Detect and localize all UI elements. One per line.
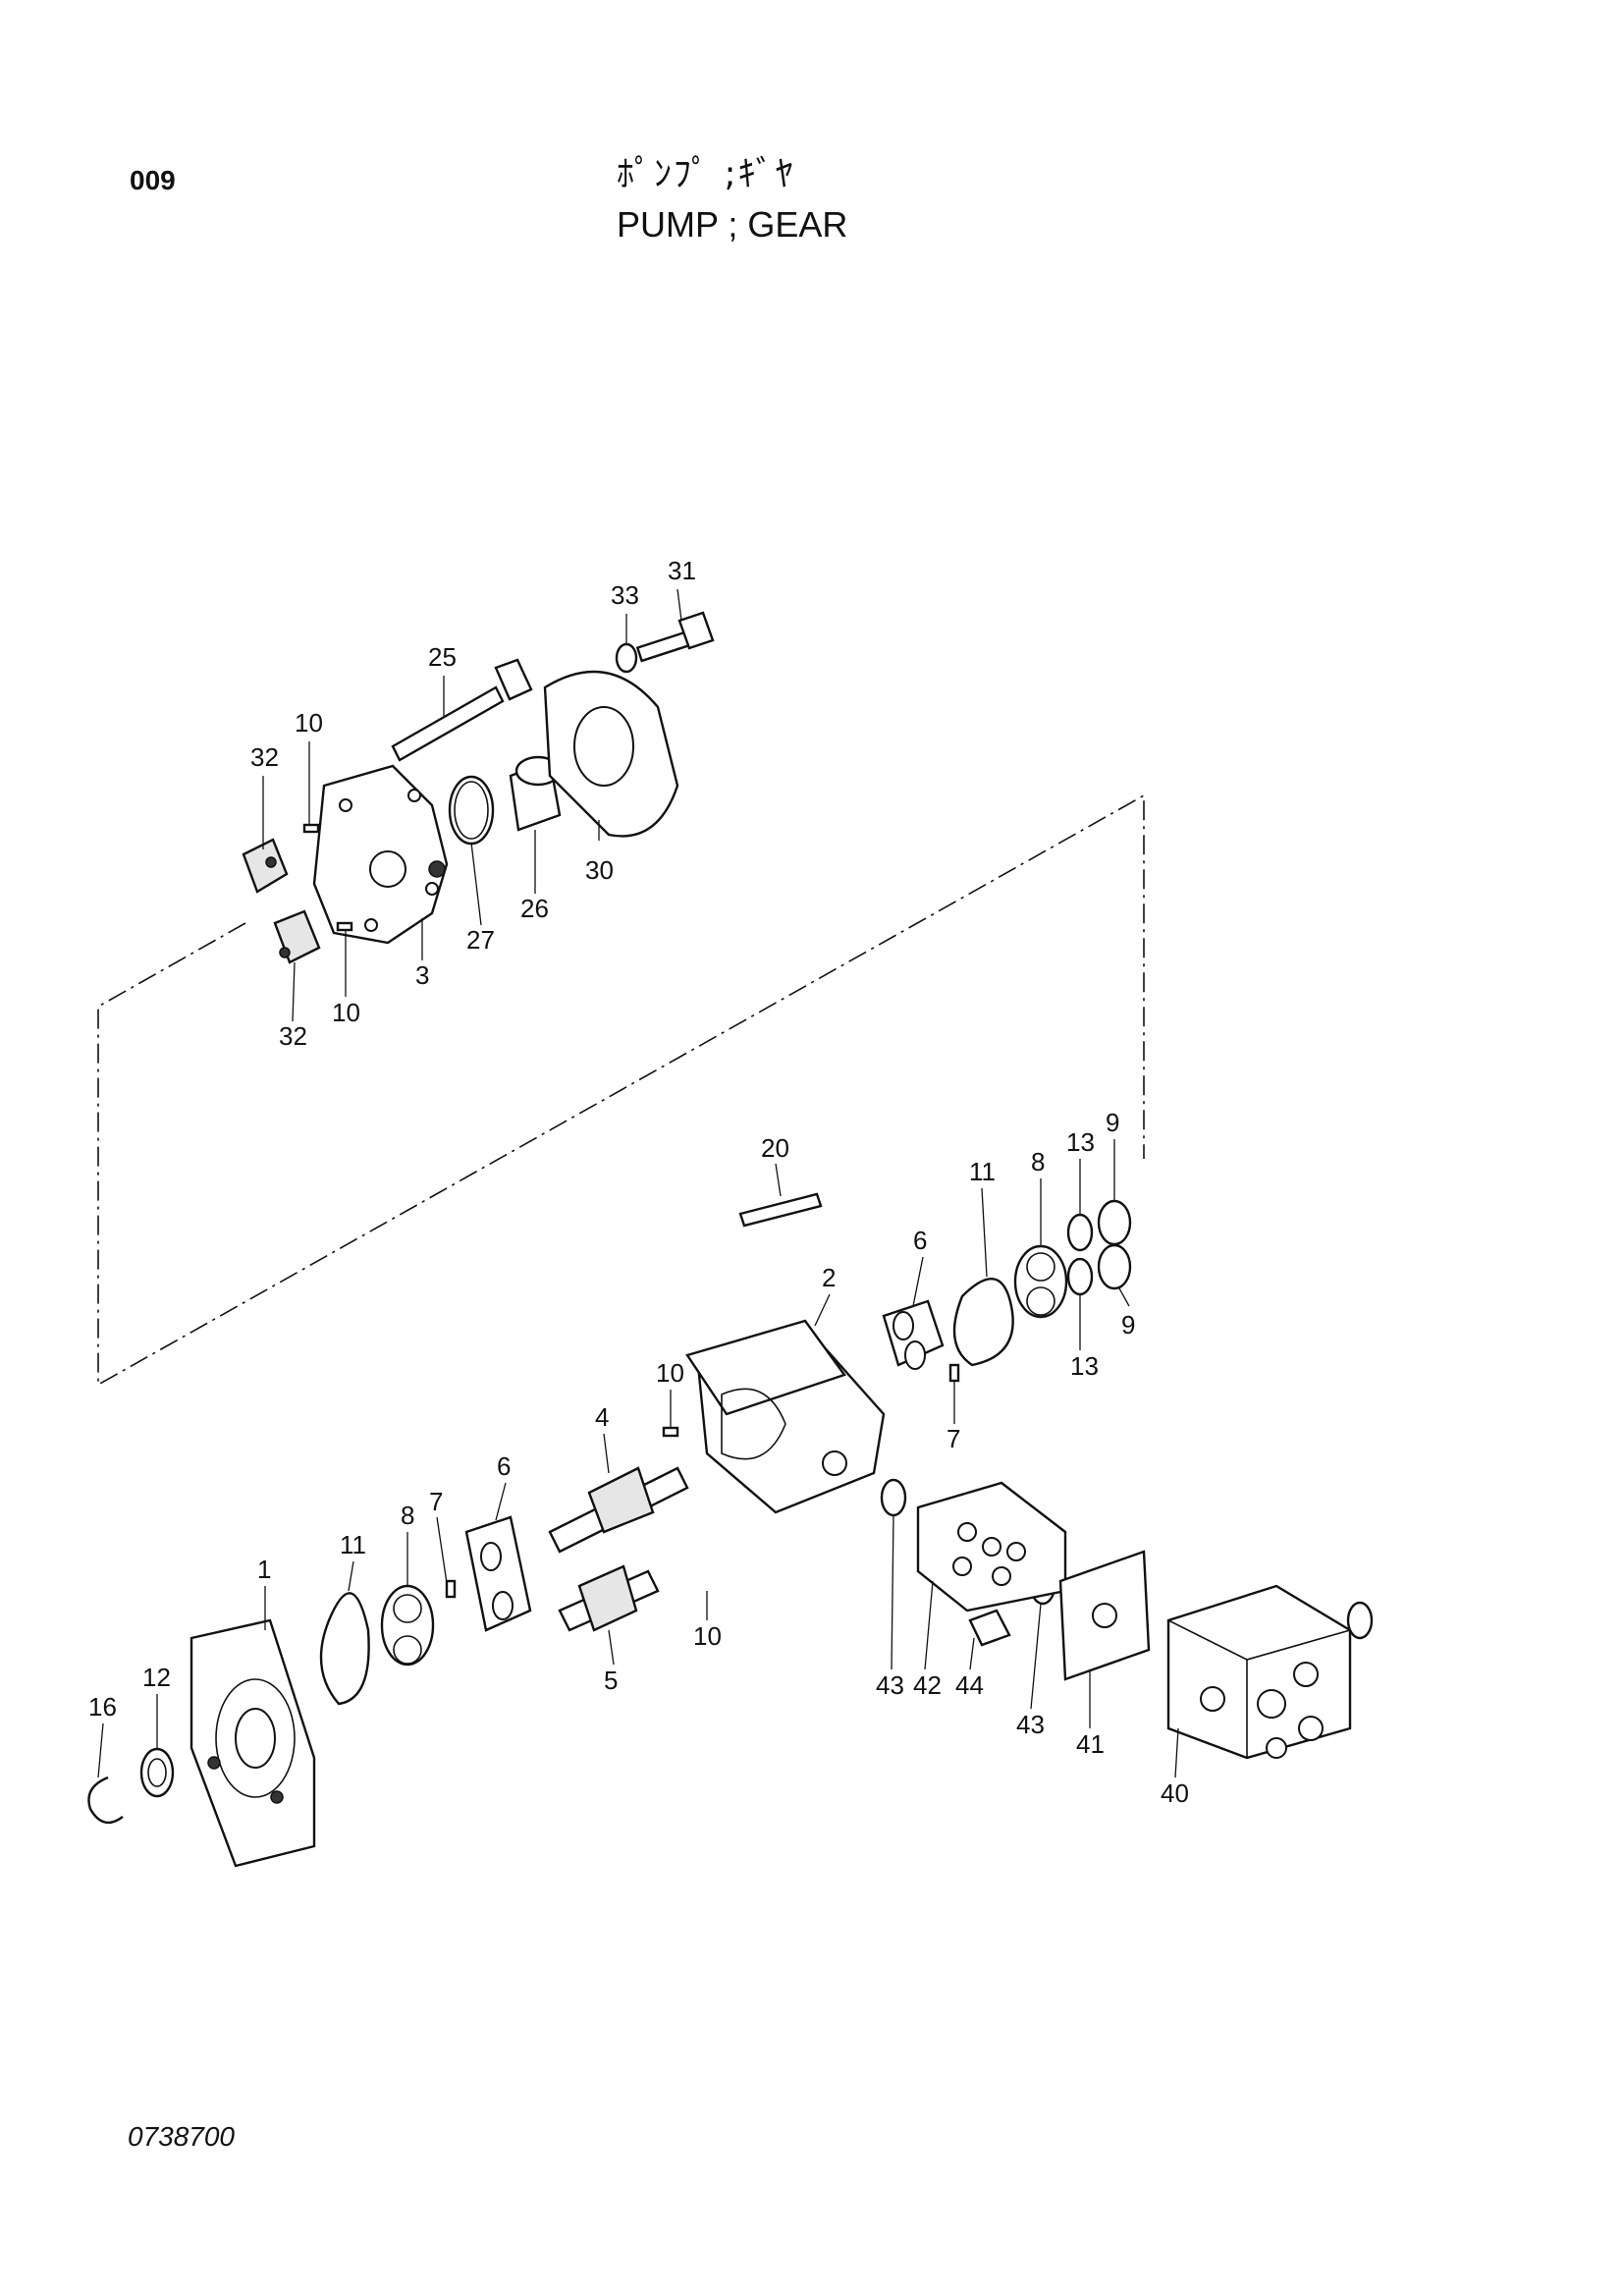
title-english: PUMP ; GEAR: [617, 204, 848, 245]
page-code: 009: [130, 165, 176, 195]
part-8-plate-left: [380, 1584, 435, 1667]
callout-11: 11: [340, 1530, 366, 1559]
callout-8: 8: [401, 1501, 414, 1530]
callout-10: 10: [656, 1358, 684, 1388]
part-43-o-ring-upper: [880, 1478, 907, 1517]
callout-13: 13: [1066, 1127, 1095, 1157]
part-41-plate: [1058, 1550, 1151, 1681]
part-20-nameplate: [738, 1192, 823, 1228]
part-10-pin-upper: [302, 823, 320, 834]
callout-5: 5: [604, 1666, 618, 1695]
callout-6: 6: [497, 1451, 511, 1481]
callout-12: 12: [142, 1663, 171, 1692]
callout-8: 8: [1031, 1147, 1045, 1176]
part-2-pump-body: [685, 1319, 886, 1514]
callout-4: 4: [595, 1402, 609, 1432]
part-6-bushing-left: [464, 1515, 532, 1632]
part-11-gasket-right: [952, 1278, 1014, 1367]
callout-32: 32: [250, 742, 279, 772]
callout-30: 30: [585, 855, 614, 885]
callout-25: 25: [428, 642, 457, 672]
part-9-seal-lower: [1097, 1243, 1132, 1290]
callout-10: 10: [295, 708, 323, 738]
part-32-block-upper: [242, 838, 289, 894]
part-11-gasket-left: [319, 1592, 370, 1706]
callout-13: 13: [1070, 1351, 1099, 1381]
callout-2: 2: [822, 1263, 836, 1292]
part-30-flange: [543, 670, 679, 838]
part-42-valve-plate: [916, 1481, 1067, 1613]
part-5-driven-gear: [558, 1564, 660, 1632]
callout-43: 43: [876, 1670, 904, 1700]
part-40-valve-block: [1166, 1584, 1374, 1760]
callout-44: 44: [955, 1670, 984, 1700]
part-9-seal-upper: [1097, 1199, 1132, 1246]
callout-43: 43: [1016, 1710, 1045, 1739]
callout-33: 33: [611, 580, 639, 610]
part-25-long-bolt: [391, 658, 533, 762]
callout-7: 7: [947, 1424, 960, 1453]
callout-1: 1: [257, 1555, 271, 1584]
title-japanese: ﾎﾟﾝﾌﾟ ;ｷﾞﾔ: [617, 154, 795, 194]
callout-11: 11: [969, 1157, 996, 1186]
part-44-socket-bolt: [968, 1609, 1011, 1647]
part-10-pin-lower: [336, 921, 353, 932]
callout-16: 16: [88, 1692, 117, 1722]
callout-42: 42: [913, 1670, 942, 1700]
part-10-pin-mid: [662, 1426, 679, 1438]
assembly-boundary-line: [97, 793, 1145, 1387]
callout-26: 26: [520, 894, 549, 923]
part-31-bolt: [635, 611, 715, 663]
part-16-snap-ring: [87, 1776, 124, 1825]
callout-10: 10: [332, 998, 360, 1027]
callout-labels: 31 33 25 10 32 30 26 27 3 32 10 20 9 13 …: [88, 556, 1189, 1808]
callout-40: 40: [1161, 1778, 1189, 1808]
callout-20: 20: [761, 1133, 789, 1163]
callout-9: 9: [1106, 1108, 1119, 1137]
leader-lines: [97, 588, 1179, 1778]
part-7-dowel-right: [948, 1363, 960, 1383]
part-12-oil-seal: [139, 1747, 175, 1798]
callout-6: 6: [913, 1226, 927, 1255]
callout-3: 3: [415, 960, 429, 990]
callout-27: 27: [466, 925, 495, 955]
callout-31: 31: [668, 556, 696, 585]
callout-9: 9: [1121, 1310, 1135, 1339]
callout-10: 10: [693, 1621, 722, 1651]
part-13-ring-upper: [1066, 1213, 1094, 1252]
callout-7: 7: [429, 1487, 443, 1516]
part-6-bushing-right: [882, 1299, 945, 1370]
drawing-number: 0738700: [128, 2121, 236, 2152]
part-13-ring-lower: [1066, 1257, 1094, 1296]
part-7-dowel-left: [445, 1579, 457, 1599]
part-4-drive-gear: [548, 1466, 689, 1554]
part-33-washer: [615, 642, 638, 674]
part-1-mounting-flange: [189, 1618, 316, 1868]
part-27-o-ring: [448, 775, 495, 846]
callout-41: 41: [1076, 1729, 1105, 1759]
callout-32: 32: [279, 1021, 307, 1051]
part-8-plate-right: [1013, 1244, 1068, 1319]
